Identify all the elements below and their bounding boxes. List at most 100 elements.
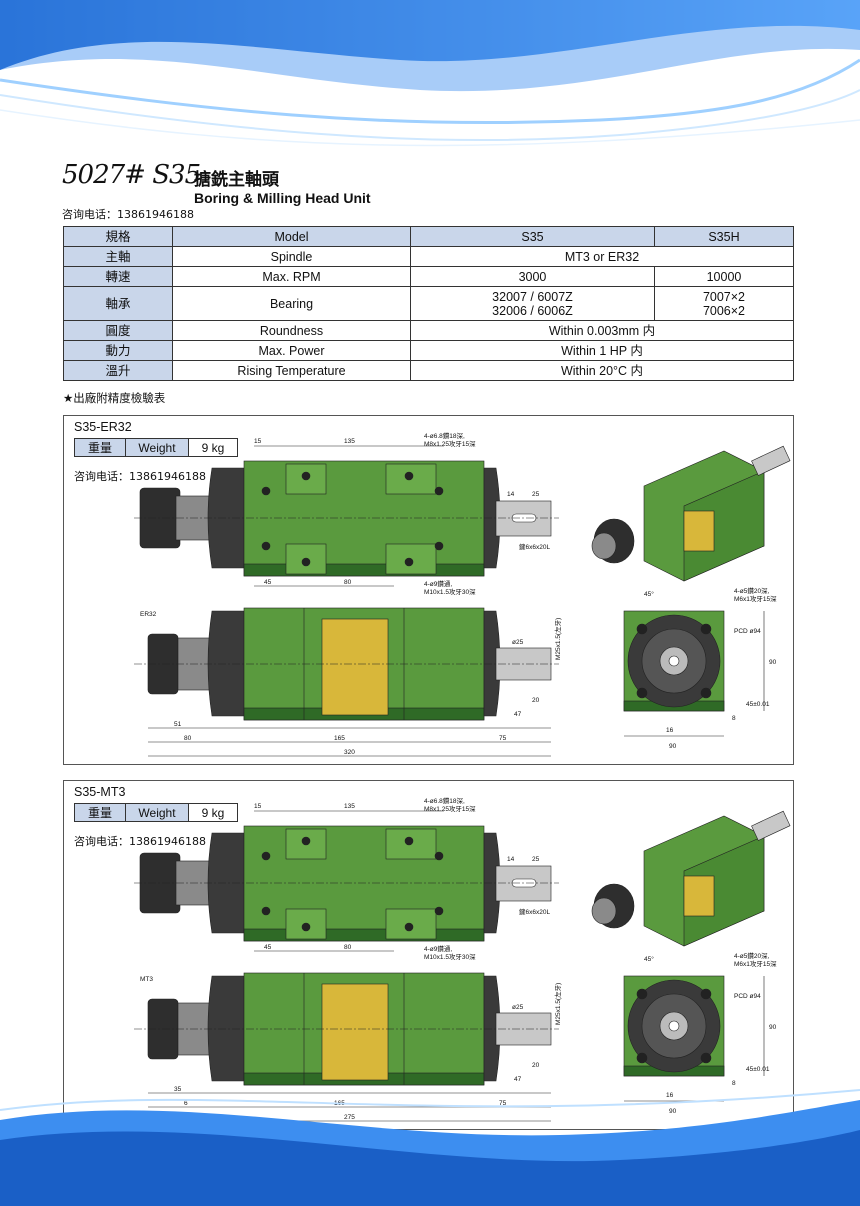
- spec-label-cn: 主軸: [63, 246, 173, 267]
- dim-mid-80: 80: [344, 944, 352, 951]
- weight-label-cn: 重量: [74, 803, 126, 822]
- spec-value-s35h: 10000: [653, 266, 795, 287]
- spec-label-en: Spindle: [172, 246, 411, 267]
- dim-bot-75: 75: [499, 735, 507, 742]
- dim-bot-51: 51: [174, 721, 182, 728]
- spec-value: Within 0.003mm 内: [410, 320, 794, 341]
- dim-r-20: 20: [532, 697, 540, 704]
- dim-r-47: 47: [514, 1076, 522, 1083]
- nameplate: [321, 983, 389, 1081]
- spec-label-en: Max. Power: [172, 340, 411, 361]
- spec-row: 溫升 Rising Temperature Within 20°C 内: [63, 360, 794, 381]
- technical-drawing: 15 135 4-ø6.8鑽18深, M8x1.25攻牙15深 45 80 4-…: [134, 796, 791, 1122]
- dim-thread: M25x1.5(左牙): [553, 618, 562, 660]
- spec-row: 主軸 Spindle MT3 or ER32: [63, 246, 794, 267]
- dim-mid-80: 80: [344, 579, 352, 586]
- bearing-line: 7007×2: [702, 289, 746, 304]
- nose-label: ER32: [140, 611, 157, 618]
- dim-key: 鍵6x6x20L: [519, 542, 550, 551]
- dim-top-135: 135: [344, 803, 355, 810]
- nameplate: [321, 618, 389, 716]
- dim-face-90w: 90: [669, 1108, 677, 1115]
- dim-face-8: 8: [732, 1080, 736, 1087]
- spec-row: 圓度 Roundness Within 0.003mm 内: [63, 320, 794, 341]
- title-chinese: 搪銑主軸頭: [194, 170, 279, 190]
- spec-label-cn: 圓度: [63, 320, 173, 341]
- dim-face-16: 16: [666, 1092, 674, 1099]
- dim-left-45: 45: [264, 944, 272, 951]
- dim-face-8: 8: [732, 715, 736, 722]
- rear-cap: [207, 832, 245, 934]
- title-english: Boring & Milling Head Unit: [194, 190, 371, 206]
- isometric-view: [591, 810, 791, 947]
- weight-table: 重量 Weight 9 kg: [74, 438, 238, 457]
- main-housing: [243, 825, 485, 942]
- weight-label-en: Weight: [125, 438, 189, 457]
- dim-top-135: 135: [344, 438, 355, 445]
- dim-dia: ø25: [512, 1004, 524, 1011]
- dim-holes-bot-2: M10x1.5攻牙30深: [424, 587, 476, 596]
- spec-label-cn: 軸承: [63, 286, 173, 321]
- spec-value: MT3 or ER32: [410, 246, 794, 267]
- dim-pcd: PCD ø94: [734, 993, 761, 1000]
- dim-holes-bot-1: 4-ø9鑽通,: [424, 579, 452, 588]
- model-number: 5027# S35: [62, 160, 201, 190]
- header-wave-decoration: [0, 0, 860, 147]
- dim-angle: 45°: [644, 590, 654, 598]
- weight-value: 9 kg: [188, 438, 238, 457]
- inspection-note: ★出廠附精度檢驗表: [63, 391, 166, 405]
- main-housing: [243, 460, 485, 577]
- dim-left-45: 45: [264, 579, 272, 586]
- dim-face-45: 45±0.01: [746, 701, 770, 708]
- dim-key-25: 25: [532, 491, 540, 498]
- isometric-view: [591, 445, 791, 582]
- dim-face-holes-1: 4-ø5鑽20深,: [734, 586, 770, 595]
- dim-holes-top-2: M8x1.25攻牙15深: [424, 439, 476, 448]
- footer-wave-decoration: [0, 1089, 860, 1206]
- panel-title: S35-ER32: [74, 420, 132, 434]
- side-view: [134, 972, 559, 1122]
- weight-label-en: Weight: [125, 803, 189, 822]
- dim-bot-51: 35: [174, 1086, 182, 1093]
- dim-r-47: 47: [514, 711, 522, 718]
- dim-key-25: 25: [532, 856, 540, 863]
- spec-row: 動力 Max. Power Within 1 HP 内: [63, 340, 794, 361]
- drawing-panel-mt3: S35-MT3 重量 Weight 9 kg 咨询电话：13861946188: [63, 780, 794, 1130]
- dim-r-20: 20: [532, 1062, 540, 1069]
- weight-value: 9 kg: [188, 803, 238, 822]
- header-cell: S35H: [653, 226, 795, 247]
- bearing-line: 32007 / 6007Z: [492, 289, 573, 304]
- panel-title: S35-MT3: [74, 785, 126, 799]
- dim-face-holes-2: M6x1攻牙15深: [734, 594, 777, 603]
- housing-base: [243, 563, 485, 577]
- spec-table: 規格 Model S35 S35H 主軸 Spindle MT3 or ER32…: [63, 226, 795, 381]
- dim-bot-80: 6: [184, 1100, 188, 1107]
- front-face-view: [623, 975, 765, 1102]
- dim-bot-165: 165: [334, 735, 345, 742]
- rear-cap: [207, 467, 245, 569]
- dim-holes-bot-1: 4-ø9鑽通,: [424, 944, 452, 953]
- dim-pcd: PCD ø94: [734, 628, 761, 635]
- spec-header-row: 規格 Model S35 S35H: [63, 226, 795, 247]
- spec-label-cn: 溫升: [63, 360, 173, 381]
- dim-holes-top-1: 4-ø6.8鑽18深,: [424, 796, 465, 805]
- weight-label-cn: 重量: [74, 438, 126, 457]
- top-view: [134, 445, 559, 587]
- weight-table: 重量 Weight 9 kg: [74, 803, 238, 822]
- dim-face-90w: 90: [669, 743, 677, 750]
- header-cell: Model: [172, 226, 411, 247]
- side-view: [134, 607, 559, 757]
- spec-label-en: Rising Temperature: [172, 360, 411, 381]
- bearing-line: 32006 / 6006Z: [492, 303, 573, 318]
- spec-label-cn: 轉速: [63, 266, 173, 287]
- nose-label: MT3: [140, 976, 153, 983]
- dim-face-90h: 90: [769, 659, 777, 666]
- dim-face-holes-1: 4-ø5鑽20深,: [734, 951, 770, 960]
- dim-face-45: 45±0.01: [746, 1066, 770, 1073]
- dim-thread: M25x1.5(左牙): [553, 983, 562, 1025]
- drawing-panel-er32: S35-ER32 重量 Weight 9 kg 咨询电话：13861946188: [63, 415, 794, 765]
- top-view: [134, 810, 559, 952]
